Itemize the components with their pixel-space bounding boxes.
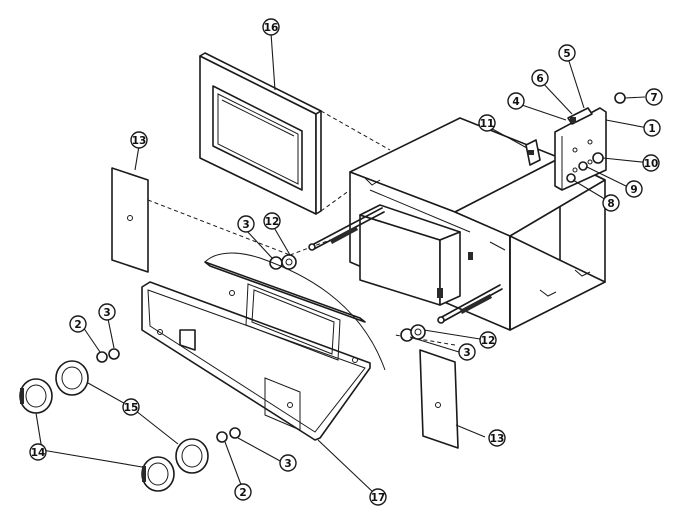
chassis-housing xyxy=(349,117,606,331)
svg-text:16: 16 xyxy=(264,22,279,34)
svg-text:12: 12 xyxy=(265,216,280,228)
svg-text:2: 2 xyxy=(239,487,246,499)
washer-group-lower-right xyxy=(400,324,426,342)
svg-text:12: 12 xyxy=(481,335,496,347)
callout-8: 8 xyxy=(602,194,620,212)
callout-9: 9 xyxy=(625,180,643,198)
callout-12-right: 12 xyxy=(479,331,497,349)
svg-text:13: 13 xyxy=(132,135,147,147)
svg-text:4: 4 xyxy=(512,96,519,108)
svg-text:13: 13 xyxy=(490,433,505,445)
callout-2-lower: 2 xyxy=(234,483,252,501)
callout-5: 5 xyxy=(558,44,576,62)
callout-17: 17 xyxy=(369,488,387,506)
callout-2-upper: 2 xyxy=(69,315,87,333)
svg-text:3: 3 xyxy=(284,458,291,470)
callout-3-left: 3 xyxy=(98,303,116,321)
callout-11: 11 xyxy=(478,114,496,132)
right-knob-stack xyxy=(141,427,241,492)
callout-14: 14 xyxy=(29,443,47,461)
svg-text:17: 17 xyxy=(371,492,386,504)
callout-7: 7 xyxy=(645,88,663,106)
callout-13-right: 13 xyxy=(488,429,506,447)
svg-text:5: 5 xyxy=(563,48,570,60)
svg-text:3: 3 xyxy=(463,347,470,359)
callout-12-upper: 12 xyxy=(263,212,281,230)
svg-text:6: 6 xyxy=(536,73,543,85)
part-13-side-plate-right xyxy=(419,349,459,449)
svg-text:8: 8 xyxy=(607,198,614,210)
svg-text:7: 7 xyxy=(650,92,657,104)
svg-text:3: 3 xyxy=(103,307,110,319)
washer-group-upper xyxy=(269,254,297,270)
svg-text:11: 11 xyxy=(480,118,495,130)
leader-lines xyxy=(35,32,652,495)
callout-15: 15 xyxy=(122,398,140,416)
callout-3-upper: 3 xyxy=(237,215,255,233)
svg-text:1: 1 xyxy=(648,123,655,135)
callout-3-right: 3 xyxy=(458,343,476,361)
control-shafts xyxy=(308,207,503,324)
callout-3-bottom: 3 xyxy=(279,454,297,472)
callout-13-left: 13 xyxy=(130,131,148,149)
svg-text:10: 10 xyxy=(644,158,659,170)
svg-text:9: 9 xyxy=(630,184,637,196)
svg-text:2: 2 xyxy=(74,319,81,331)
part-16-bezel-frame xyxy=(199,52,322,215)
part-17-front-panel xyxy=(141,252,386,441)
svg-text:3: 3 xyxy=(242,219,249,231)
callout-10: 10 xyxy=(642,154,660,172)
callout-6: 6 xyxy=(531,69,549,87)
callout-16: 16 xyxy=(262,18,280,36)
part-13-side-plate-left xyxy=(111,167,149,273)
callout-1: 1 xyxy=(643,119,661,137)
svg-text:14: 14 xyxy=(31,447,46,459)
mounting-bracket-assembly xyxy=(525,92,626,191)
svg-text:15: 15 xyxy=(124,402,139,414)
left-knob-stack xyxy=(19,348,120,414)
callout-4: 4 xyxy=(507,92,525,110)
